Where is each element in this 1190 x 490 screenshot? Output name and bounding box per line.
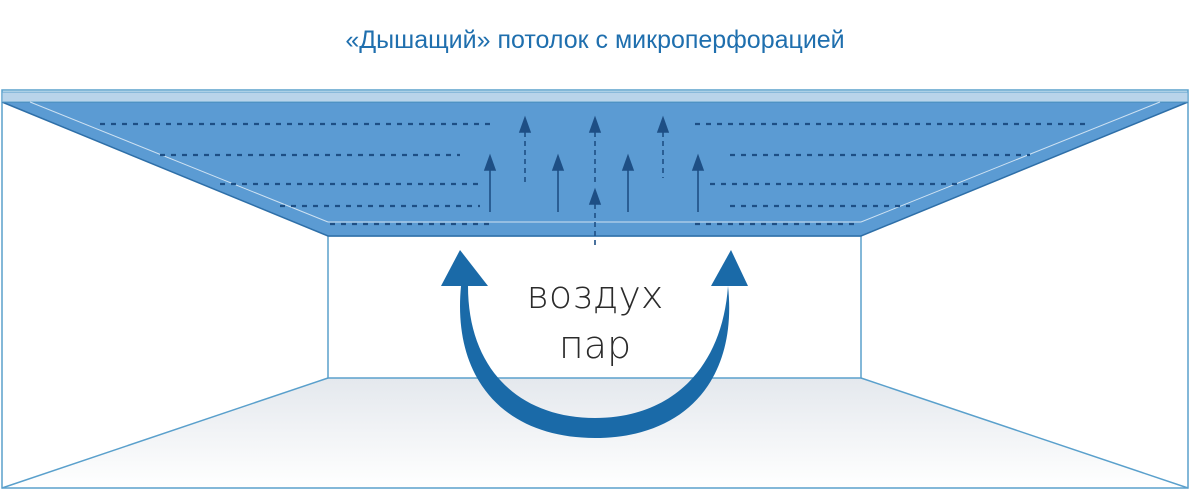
room-outline: [1, 89, 1189, 489]
vapor-arrow: [656, 115, 670, 178]
airflow-arrowhead-right: [711, 250, 748, 286]
vapor-arrow: [621, 153, 635, 212]
vapor-arrow: [518, 115, 532, 182]
vapor-label: пар: [559, 323, 631, 367]
air-label: воздух: [527, 273, 664, 317]
vapor-arrow: [483, 153, 497, 212]
airflow-arrowhead-left: [441, 250, 488, 286]
vapor-arrow: [588, 115, 602, 182]
vapor-arrow: [551, 153, 565, 212]
vapor-arrow: [588, 187, 602, 246]
ceiling-top-band: [1, 91, 1189, 103]
vapor-arrow: [691, 153, 705, 212]
vapor-arrows: [483, 115, 705, 246]
perforation-lines: [100, 122, 1090, 226]
page-title: «Дышащий» потолок с микроперфорацией: [345, 26, 845, 54]
